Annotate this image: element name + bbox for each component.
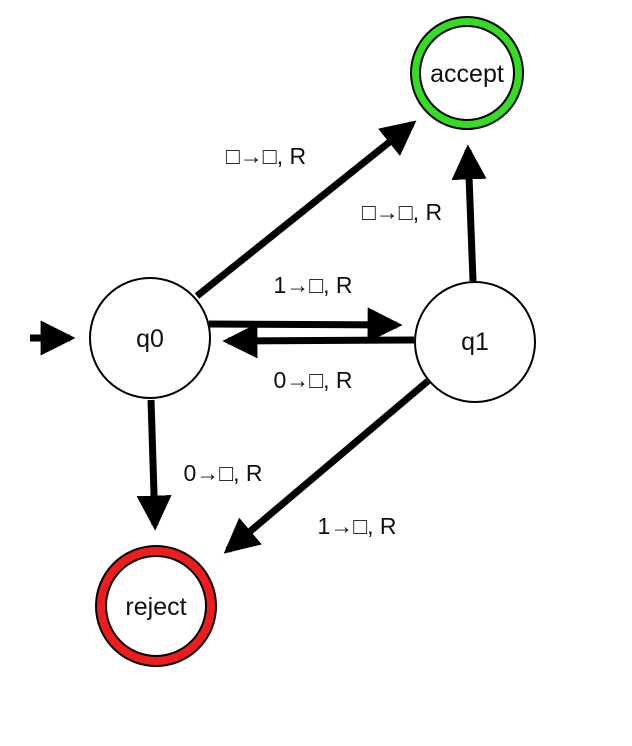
edges: [30, 120, 487, 554]
edge-label-q0-accept: □→□, R: [226, 143, 306, 169]
state-reject-label: reject: [125, 593, 186, 621]
state-accept-inner: [419, 25, 515, 121]
edge-q0-accept: [194, 120, 417, 299]
state-reject: reject: [95, 545, 217, 667]
state-q1-circle: [414, 281, 536, 403]
edge-q0-q1: [208, 307, 403, 343]
edge-label-q1-q0: 0→□, R: [273, 367, 352, 393]
state-accept-label: accept: [430, 60, 504, 88]
edge-label-q0-q1: 1→□, R: [273, 272, 352, 298]
state-accept: accept: [410, 16, 524, 130]
state-q1: q1: [414, 281, 536, 403]
state-q0: q0: [89, 277, 211, 399]
state-q0-label: q0: [136, 325, 164, 353]
edge-label-q1-reject: 1→□, R: [317, 513, 396, 539]
edge-q1-reject: [223, 378, 431, 554]
state-q0-circle: [89, 277, 211, 399]
state-reject-inner: [105, 555, 207, 657]
edge-labels: □→□, R □→□, R 1→□, R 0→□, R 0→□, R 1→□, …: [183, 143, 442, 539]
state-q1-label: q1: [461, 328, 489, 356]
edge-q1-accept: [451, 144, 487, 282]
edge-q0-reject: [136, 399, 172, 531]
edge-label-q0-reject: 0→□, R: [183, 460, 262, 486]
edge-q1-q0: [222, 323, 415, 359]
edge-label-q1-accept: □→□, R: [362, 199, 442, 225]
